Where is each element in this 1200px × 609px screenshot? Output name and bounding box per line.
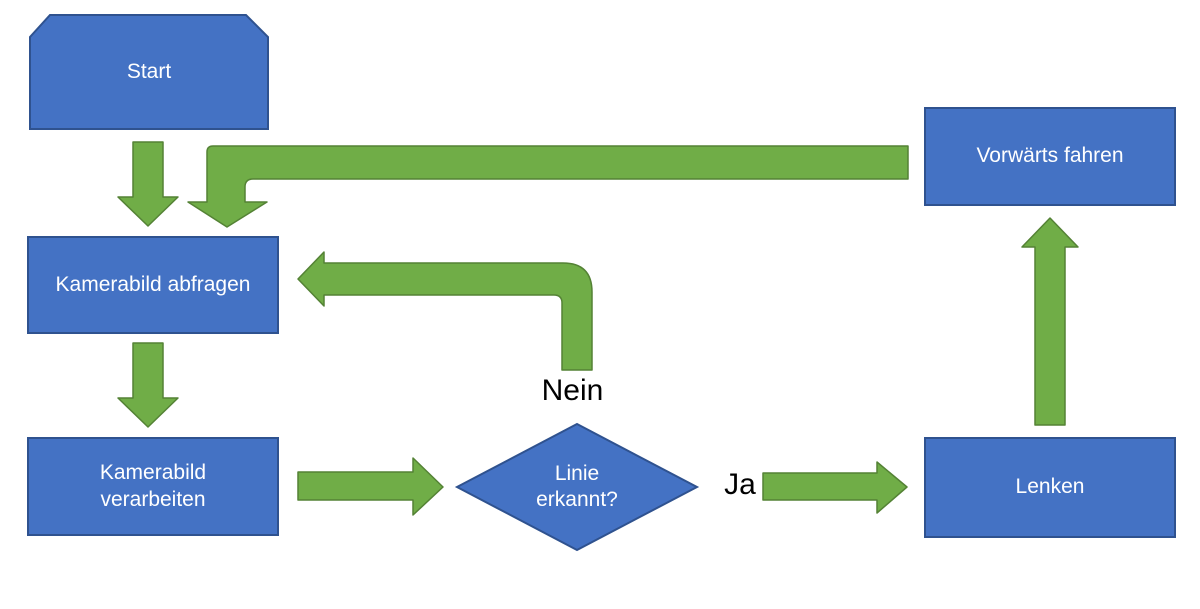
node-kamerabild-verarbeiten-shape: [27, 437, 279, 536]
arrow-verarbeiten-to-diamond: [297, 457, 444, 516]
arrow-ja-to-lenken: [762, 461, 908, 514]
arrow-vorwaerts-to-abfragen: [187, 145, 909, 228]
node-kamerabild-abfragen-shape: [27, 236, 279, 334]
node-start-shape: [29, 14, 269, 130]
node-linie-erkannt-diamond: [454, 422, 700, 552]
node-lenken-shape: [924, 437, 1176, 538]
node-vorwaerts-fahren-shape: [924, 107, 1176, 206]
arrow-abfragen-to-verarbeiten: [117, 342, 179, 428]
arrow-start-to-abfragen: [117, 141, 179, 227]
arrow-nein-to-abfragen: [297, 251, 593, 371]
arrow-lenken-to-vorwaerts: [1021, 217, 1079, 426]
